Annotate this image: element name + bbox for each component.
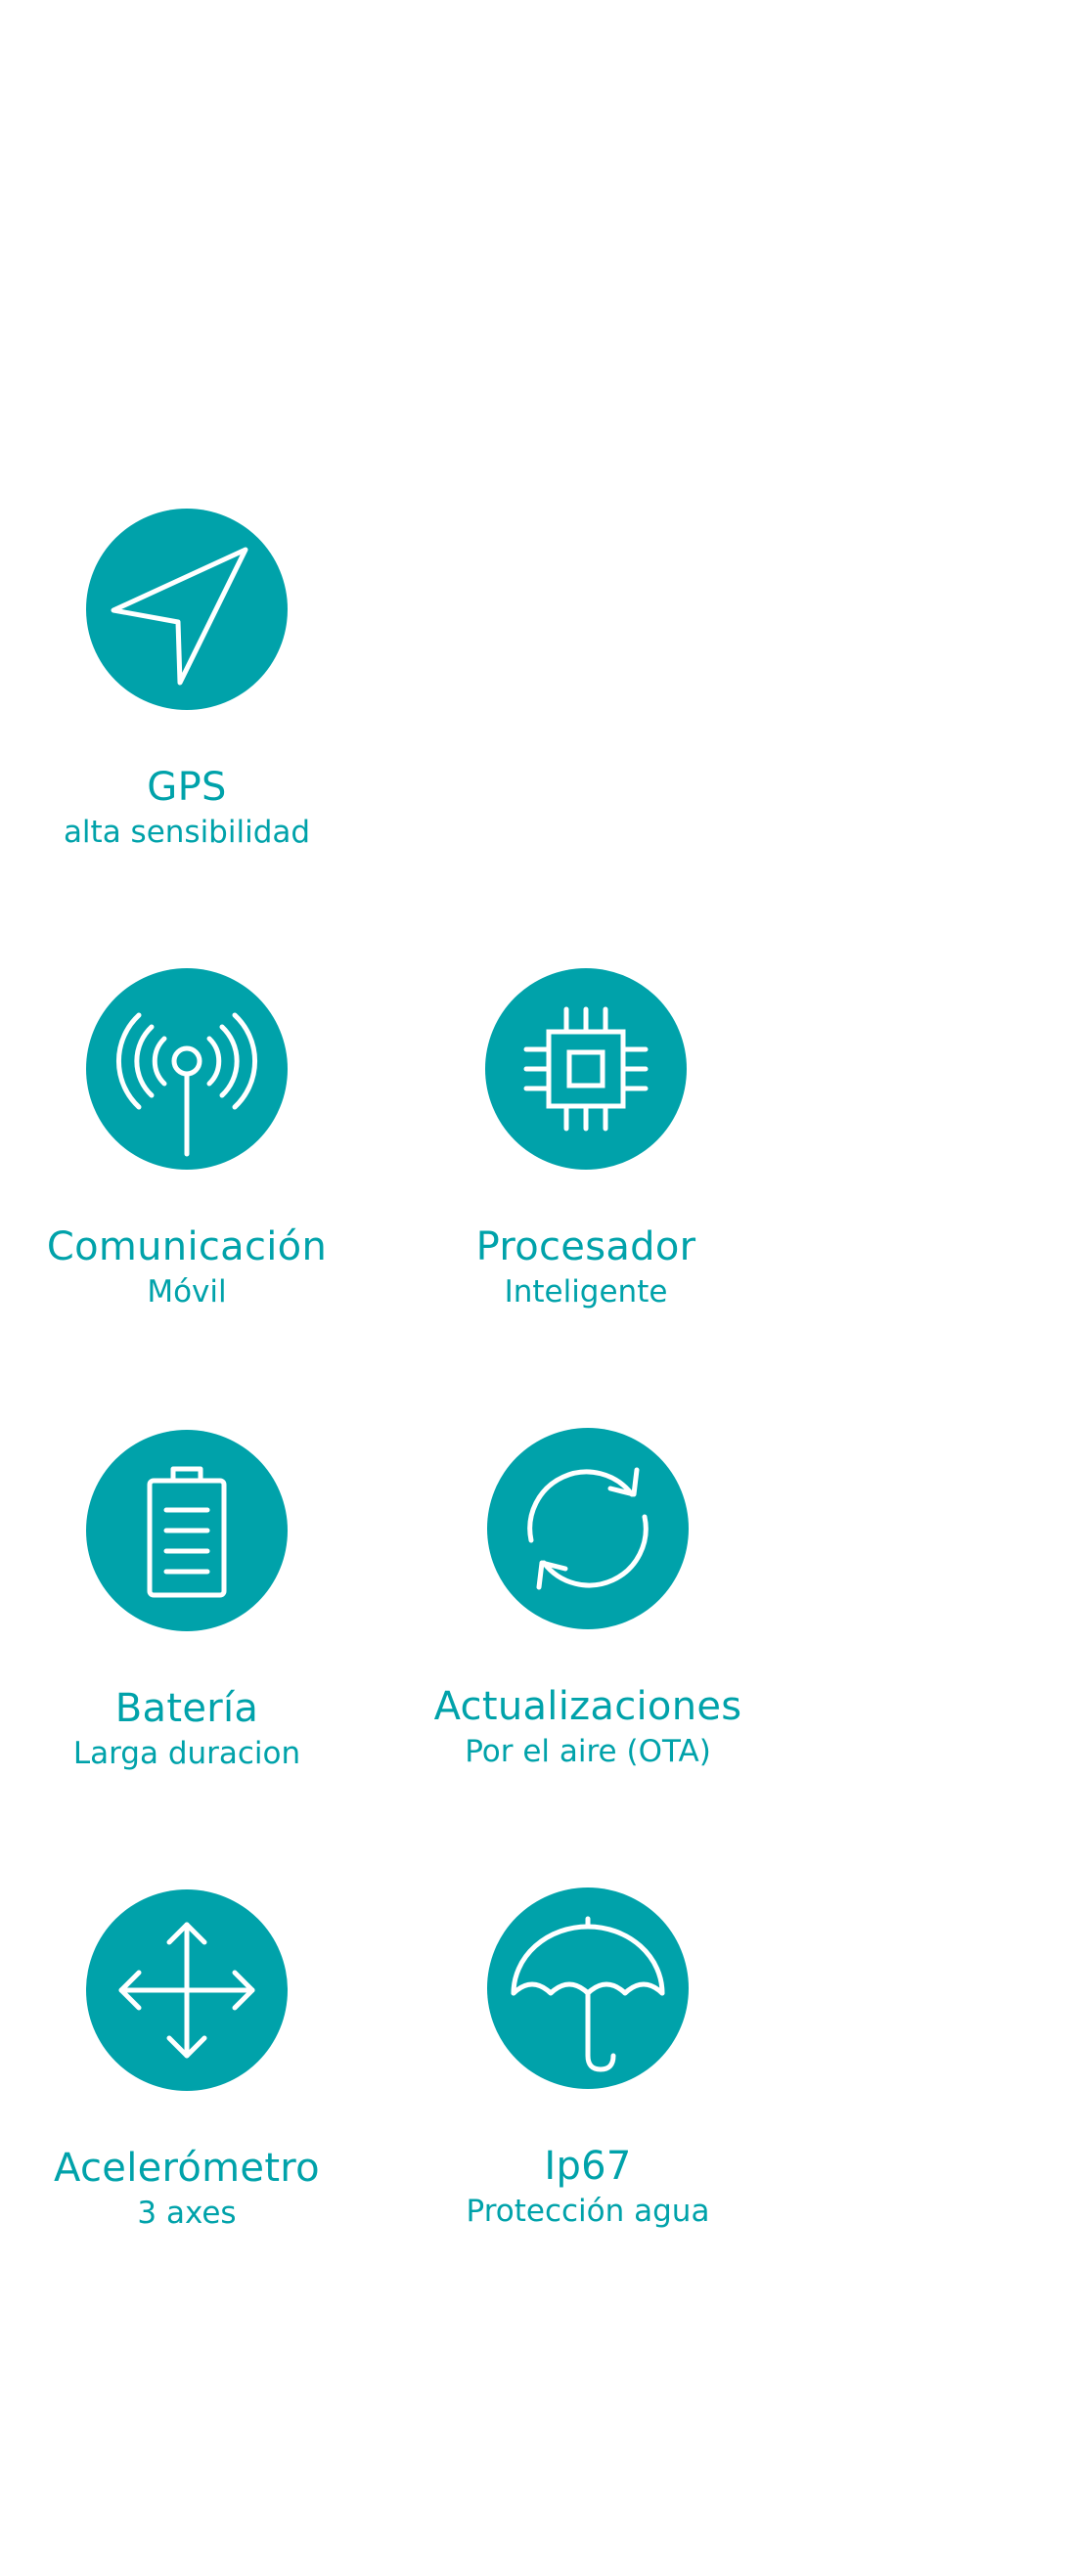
feature-subtitle: Larga duracion [72,1736,301,1771]
feature-subtitle: alta sensibilidad [63,815,311,850]
navigation-arrow-icon [86,509,288,710]
umbrella-icon [487,1888,689,2089]
feature-title: Ip67 [544,2144,632,2189]
feature-title: Acelerómetro [54,2146,320,2191]
feature-actualizaciones: Actualizaciones Por el aire (OTA) [387,1428,741,1799]
feature-gps: GPS alta sensibilidad [0,509,319,880]
feature-subtitle: Protección agua [466,2194,710,2229]
refresh-icon [487,1428,689,1629]
feature-procesador: Procesador Inteligente [385,968,718,1340]
feature-comunicacion: Comunicación Móvil [0,968,327,1340]
antenna-signal-icon [86,968,288,1170]
move-arrows-icon [86,1889,288,2091]
processor-chip-icon [485,968,687,1170]
battery-icon [86,1430,288,1631]
feature-title: Actualizaciones [433,1684,742,1729]
feature-title: Procesador [475,1224,696,1269]
feature-title: Batería [114,1686,259,1731]
feature-title: Comunicación [46,1224,328,1269]
feature-subtitle: Inteligente [504,1274,668,1310]
feature-subtitle: Móvil [147,1274,227,1310]
feature-acelerometro: Acelerómetro 3 axes [0,1889,320,2261]
feature-title: GPS [147,765,227,810]
feature-bateria: Batería Larga duracion [0,1430,319,1801]
feature-ip67: Ip67 Protección agua [387,1888,720,2259]
feature-subtitle: Por el aire (OTA) [465,1734,711,1769]
feature-subtitle: 3 axes [137,2196,237,2231]
